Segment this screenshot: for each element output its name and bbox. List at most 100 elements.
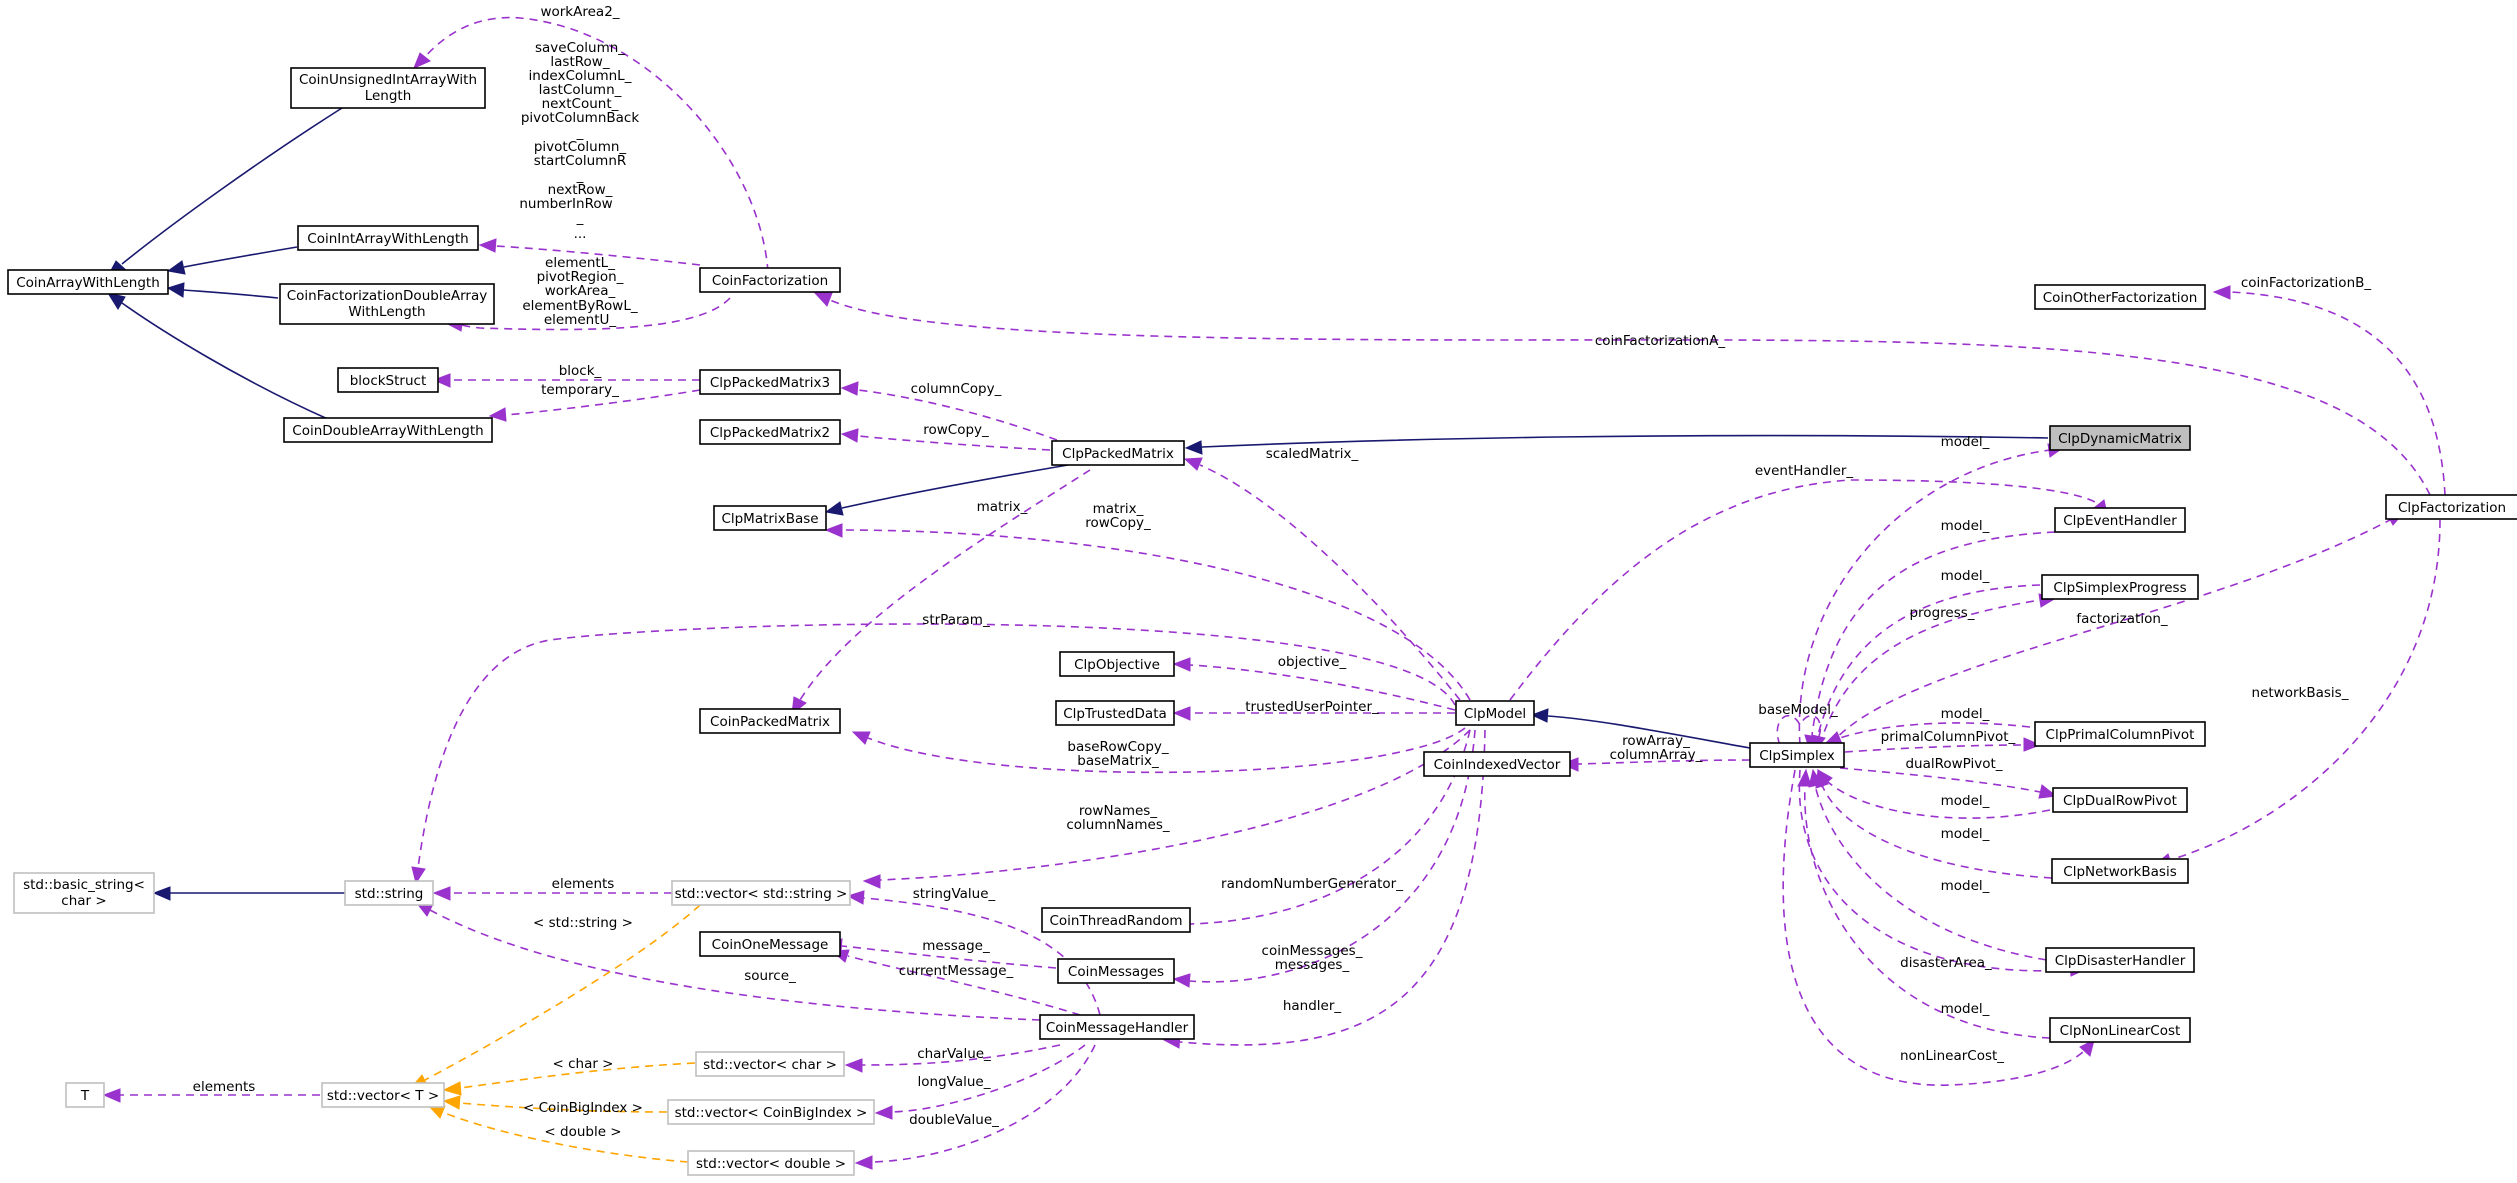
- node-coinonemessage[interactable]: CoinOneMessage: [699, 931, 841, 957]
- node-label: ClpEventHandler: [2063, 513, 2177, 529]
- edge-label: coinMessages_: [1262, 943, 1363, 959]
- edge-label: elementU_: [544, 312, 617, 328]
- edge-label: charValue_: [917, 1046, 991, 1062]
- node-coinfactorization[interactable]: CoinFactorization: [699, 267, 841, 293]
- node-label: ClpFactorization: [2398, 500, 2506, 516]
- node-clpnonlinearcost[interactable]: ClpNonLinearCost: [2049, 1017, 2191, 1043]
- edge-label: currentMessage_: [899, 963, 1014, 979]
- edge-factorization-coinother: [2212, 285, 2446, 496]
- edge-label: objective_: [1278, 654, 1347, 670]
- node-clpmatrixbase[interactable]: ClpMatrixBase: [713, 505, 827, 531]
- edge-packedmatrix3-doublearray: [488, 389, 701, 422]
- edge-label: < CoinBigIndex >: [523, 1100, 643, 1116]
- node-label: ClpPackedMatrix2: [710, 425, 830, 441]
- edge-handler-onemessage: [830, 949, 1081, 1016]
- edge-label: eventHandler_: [1755, 463, 1854, 479]
- edge-unsignedint-inherits-coinarray: [106, 107, 343, 277]
- node-coinintarraywithlength[interactable]: CoinIntArrayWithLength: [297, 225, 479, 251]
- node-cointhreadrandom[interactable]: CoinThreadRandom: [1041, 907, 1191, 933]
- node-clpsimplexprogress[interactable]: ClpSimplexProgress: [2041, 574, 2199, 600]
- edge-label: model_: [1941, 826, 1990, 842]
- node-std-string[interactable]: std::string: [344, 880, 434, 906]
- node-coinotherfactorization[interactable]: CoinOtherFactorization: [2034, 284, 2206, 310]
- node-clptrusteddata[interactable]: ClpTrustedData: [1055, 700, 1175, 726]
- node-label: ClpSimplexProgress: [2053, 580, 2186, 596]
- node-clpdisasterhandler[interactable]: ClpDisasterHandler: [2045, 947, 2195, 973]
- node-clppackedmatrix[interactable]: ClpPackedMatrix: [1051, 440, 1185, 466]
- node-coindoublearraywithlength[interactable]: CoinDoubleArrayWithLength: [283, 417, 493, 443]
- edge-label: columnNames_: [1066, 817, 1170, 833]
- edge-vectorstring-string: [432, 886, 672, 901]
- node-std-vector-T[interactable]: std::vector< T >: [321, 1082, 445, 1108]
- edge-label: trustedUserPointer_: [1245, 699, 1379, 715]
- node-label: CoinPackedMatrix: [710, 714, 830, 730]
- node-label: CoinMessageHandler: [1046, 1020, 1189, 1036]
- node-clpprimalcolumnpivot[interactable]: ClpPrimalColumnPivot: [2034, 721, 2206, 747]
- edge-label: factorization_: [2076, 611, 2168, 627]
- node-clpdualrowpivot[interactable]: ClpDualRowPivot: [2052, 787, 2188, 813]
- node-clpmodel[interactable]: ClpModel: [1455, 700, 1535, 726]
- node-std-vector-char[interactable]: std::vector< char >: [695, 1051, 845, 1077]
- edge-packedmatrix-packedmatrix3: [840, 381, 1071, 446]
- edge-label: longValue_: [918, 1074, 991, 1090]
- node-std-vector-double[interactable]: std::vector< double >: [687, 1150, 855, 1176]
- node-coinmessages[interactable]: CoinMessages: [1057, 958, 1175, 984]
- edge-handler-vectorbigindex: [874, 1044, 1086, 1120]
- node-label: char >: [61, 893, 106, 909]
- edge-label: temporary_: [541, 382, 619, 398]
- node-coinunsignedintarraywithlength[interactable]: CoinUnsignedIntArrayWith Length: [290, 67, 486, 109]
- node-clpsimplex[interactable]: ClpSimplex: [1749, 742, 1845, 768]
- edge-label: model_: [1941, 878, 1990, 894]
- edge-simplex-inherits-model: [1530, 708, 1751, 749]
- node-label: std::vector< T >: [327, 1088, 439, 1104]
- node-clpdynamicmatrix[interactable]: ClpDynamicMatrix: [2049, 425, 2191, 451]
- edge-eventhandler-simplex: [1804, 531, 2056, 753]
- edge-label: elements: [193, 1079, 256, 1095]
- node-label: CoinArrayWithLength: [16, 275, 160, 291]
- node-blockstruct[interactable]: blockStruct: [337, 367, 439, 393]
- node-clpfactorization[interactable]: ClpFactorization: [2385, 494, 2517, 520]
- edge-handler-vectordouble: [854, 1044, 1096, 1170]
- node-coinarraywithlength[interactable]: CoinArrayWithLength: [7, 269, 169, 295]
- edge-model-matrixbase: [824, 523, 1471, 701]
- edge-label: workArea_: [545, 283, 616, 299]
- edge-label: elementByRowL_: [522, 298, 638, 314]
- node-clpobjective[interactable]: ClpObjective: [1059, 651, 1175, 677]
- node-label: CoinMessages: [1068, 964, 1164, 980]
- node-label: ClpPackedMatrix: [1062, 446, 1174, 462]
- edge-label: baseRowCopy_: [1067, 739, 1169, 755]
- node-std-vector-string[interactable]: std::vector< std::string >: [671, 880, 851, 906]
- edge-label: _: [576, 125, 584, 141]
- node-label: std::string: [355, 886, 424, 902]
- edge-label: saveColumn_: [535, 40, 625, 56]
- node-label: ClpTrustedData: [1063, 706, 1167, 722]
- node-label: CoinIndexedVector: [1434, 757, 1561, 773]
- edge-label: rowNames_: [1079, 803, 1157, 819]
- node-label: std::basic_string<: [23, 877, 145, 893]
- node-coinfactorizationdoublearraywithlength[interactable]: CoinFactorizationDoubleArray WithLength: [279, 283, 495, 325]
- node-std-vector-coinbigindex[interactable]: std::vector< CoinBigIndex >: [667, 1099, 875, 1125]
- node-label: WithLength: [348, 304, 425, 320]
- node-std-basic-string[interactable]: std::basic_string< char >: [13, 872, 155, 914]
- edge-label: rowCopy_: [1085, 515, 1151, 531]
- node-coinmessagehandler[interactable]: CoinMessageHandler: [1039, 1014, 1195, 1040]
- edge-intarray-inherits-coinarray: [166, 246, 298, 275]
- edge-label: model_: [1941, 568, 1990, 584]
- edge-label: primalColumnPivot_: [1881, 729, 2016, 745]
- node-clppackedmatrix2[interactable]: ClpPackedMatrix2: [699, 419, 841, 445]
- edge-label: handler_: [1283, 998, 1342, 1014]
- edge-vectorbigindex-vectorT: [442, 1095, 668, 1113]
- edge-label: numberInRow: [519, 196, 612, 212]
- node-clpeventhandler[interactable]: ClpEventHandler: [2054, 507, 2186, 533]
- edge-model-messages: [1172, 729, 1476, 988]
- node-clpnetworkbasis[interactable]: ClpNetworkBasis: [2051, 858, 2189, 884]
- node-clppackedmatrix3[interactable]: ClpPackedMatrix3: [699, 369, 841, 395]
- node-label: ClpPackedMatrix3: [710, 375, 830, 391]
- edge-label: progress_: [1909, 605, 1974, 621]
- node-coinpackedmatrix[interactable]: CoinPackedMatrix: [699, 708, 841, 734]
- edge-networkbasis-simplex: [1815, 768, 2053, 879]
- edge-packedmatrix3-factorization-a: [813, 292, 2431, 496]
- node-T[interactable]: T: [65, 1082, 105, 1108]
- edge-packedmatrix-inherits-matrixbase: [824, 464, 1069, 516]
- node-coinindexedvector[interactable]: CoinIndexedVector: [1423, 751, 1571, 777]
